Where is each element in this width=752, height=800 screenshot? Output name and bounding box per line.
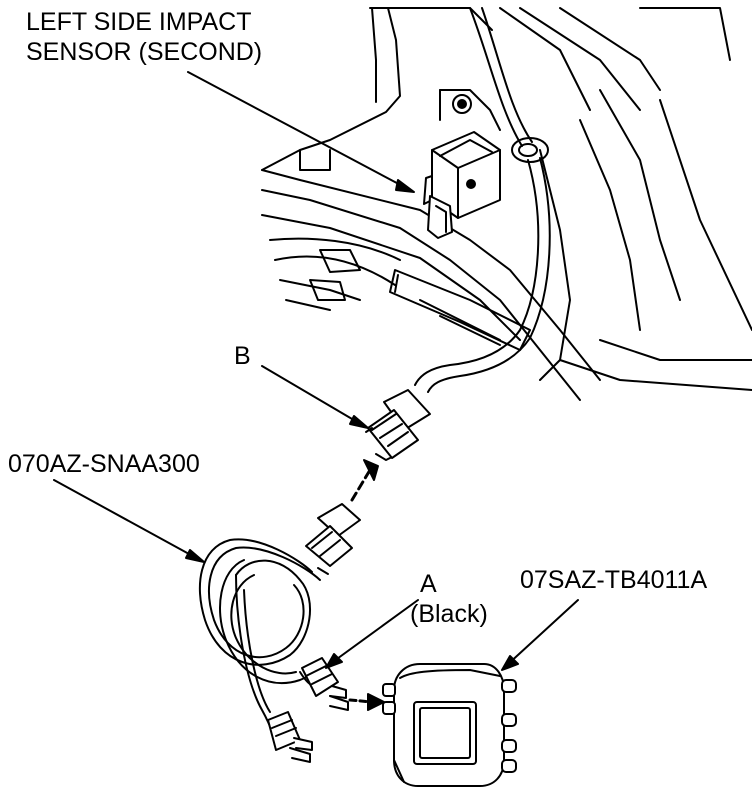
leader-a xyxy=(329,599,419,665)
leader-tester-head xyxy=(501,655,519,671)
connector-a-color-label: (Black) xyxy=(410,600,488,628)
test-box xyxy=(382,663,517,787)
mating-arrow-b xyxy=(350,459,379,502)
leader-b xyxy=(261,365,365,427)
leader-sensor xyxy=(187,71,411,191)
sensor-wire xyxy=(414,7,551,393)
leader-harness xyxy=(53,479,201,561)
vehicle-body-panel xyxy=(261,7,752,401)
tester-label: 07SAZ-TB4011A xyxy=(520,566,708,594)
connector-b xyxy=(365,389,431,461)
leader-sensor-head xyxy=(395,179,415,193)
impact-sensor xyxy=(423,131,501,239)
sensor-label-line2: SENSOR (SECOND) xyxy=(26,38,263,66)
test-harness xyxy=(198,503,361,763)
harness-label: 070AZ-SNAA300 xyxy=(8,450,200,478)
mating-arrow-a xyxy=(348,693,385,711)
leader-b-head xyxy=(349,415,369,429)
connector-b-label: B xyxy=(234,342,251,370)
leader-lines xyxy=(53,71,579,671)
leader-a-head xyxy=(325,653,343,669)
connector-a-label: A xyxy=(420,570,437,598)
leader-tester xyxy=(505,599,579,667)
leader-harness-head xyxy=(185,549,205,563)
sensor-label-line1: LEFT SIDE IMPACT xyxy=(26,8,252,36)
